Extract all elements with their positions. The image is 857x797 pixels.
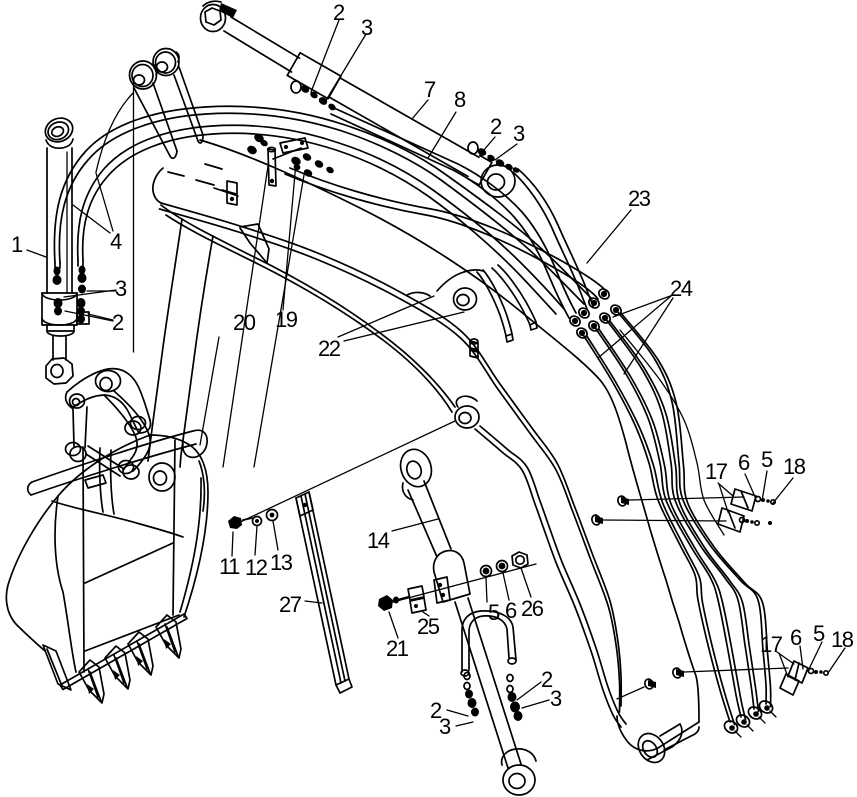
svg-text:2: 2 xyxy=(490,114,502,139)
svg-text:6: 6 xyxy=(790,625,802,650)
svg-text:2: 2 xyxy=(541,667,553,692)
svg-text:2: 2 xyxy=(112,310,124,335)
svg-text:22: 22 xyxy=(318,336,341,361)
svg-text:5: 5 xyxy=(761,447,773,472)
svg-text:25: 25 xyxy=(417,614,440,639)
svg-text:19: 19 xyxy=(275,307,298,332)
svg-text:3: 3 xyxy=(550,686,562,711)
svg-text:3: 3 xyxy=(115,276,127,301)
svg-text:11: 11 xyxy=(219,554,240,579)
svg-text:3: 3 xyxy=(513,121,525,146)
svg-text:2: 2 xyxy=(430,698,442,723)
svg-text:18: 18 xyxy=(831,627,854,652)
svg-text:17: 17 xyxy=(760,632,783,657)
svg-text:1: 1 xyxy=(11,232,23,257)
svg-text:12: 12 xyxy=(245,555,268,580)
svg-text:8: 8 xyxy=(454,87,466,112)
svg-text:6: 6 xyxy=(738,450,750,475)
svg-text:14: 14 xyxy=(367,528,390,553)
svg-text:5: 5 xyxy=(813,621,825,646)
svg-text:2: 2 xyxy=(333,0,345,25)
svg-text:20: 20 xyxy=(233,310,256,335)
svg-text:23: 23 xyxy=(628,186,651,211)
svg-text:5: 5 xyxy=(488,600,500,625)
svg-text:3: 3 xyxy=(361,15,373,40)
svg-text:6: 6 xyxy=(505,598,517,623)
svg-text:21: 21 xyxy=(386,636,409,661)
svg-text:13: 13 xyxy=(270,550,293,575)
svg-text:24: 24 xyxy=(670,276,693,301)
svg-text:3: 3 xyxy=(439,714,451,739)
svg-text:7: 7 xyxy=(424,77,436,102)
svg-text:4: 4 xyxy=(110,229,122,254)
svg-text:18: 18 xyxy=(783,454,806,479)
svg-text:27: 27 xyxy=(279,592,302,617)
svg-text:17: 17 xyxy=(705,459,728,484)
svg-text:26: 26 xyxy=(521,596,544,621)
